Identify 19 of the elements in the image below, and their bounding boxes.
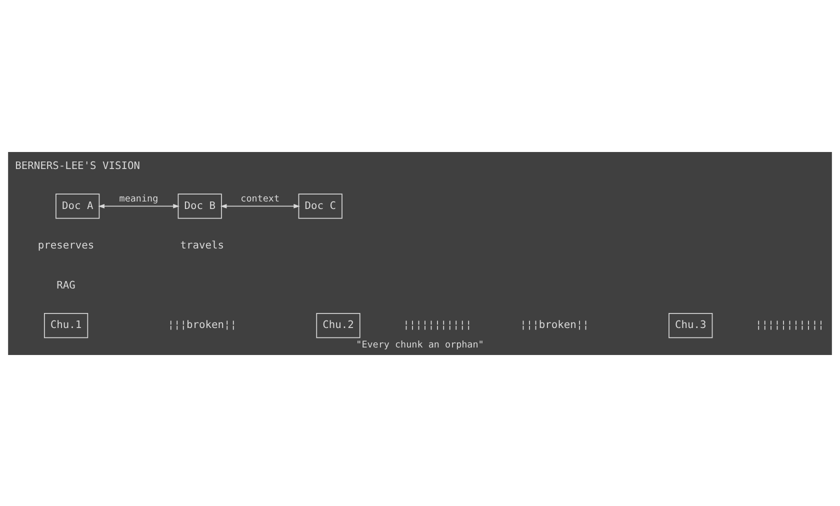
node-box: Chu.2 <box>316 312 360 338</box>
label: preserves <box>38 239 94 252</box>
label: ¦¦¦broken¦¦ <box>168 318 237 331</box>
node-box: Doc B <box>178 193 222 218</box>
label: ¦¦¦¦¦¦¦¦¦¦¦ <box>403 318 472 331</box>
node-box: Doc C <box>298 193 342 218</box>
caption: "Every chunk an orphan" <box>356 338 484 350</box>
node-box: Doc A <box>56 193 100 218</box>
arrow <box>220 203 300 208</box>
label: ¦¦¦¦¦¦¦¦¦¦¦ <box>755 318 824 331</box>
edge-label: context <box>240 192 280 204</box>
label: travels <box>180 239 224 252</box>
arrow <box>98 203 180 208</box>
node-box: Chu.1 <box>44 312 88 338</box>
label: BERNERS-LEE'S VISION <box>15 159 140 172</box>
label: ¦¦¦broken¦¦ <box>520 318 589 331</box>
label: RAG <box>56 278 76 291</box>
edge-label: meaning <box>119 192 158 204</box>
node-box: Chu.3 <box>668 312 713 338</box>
